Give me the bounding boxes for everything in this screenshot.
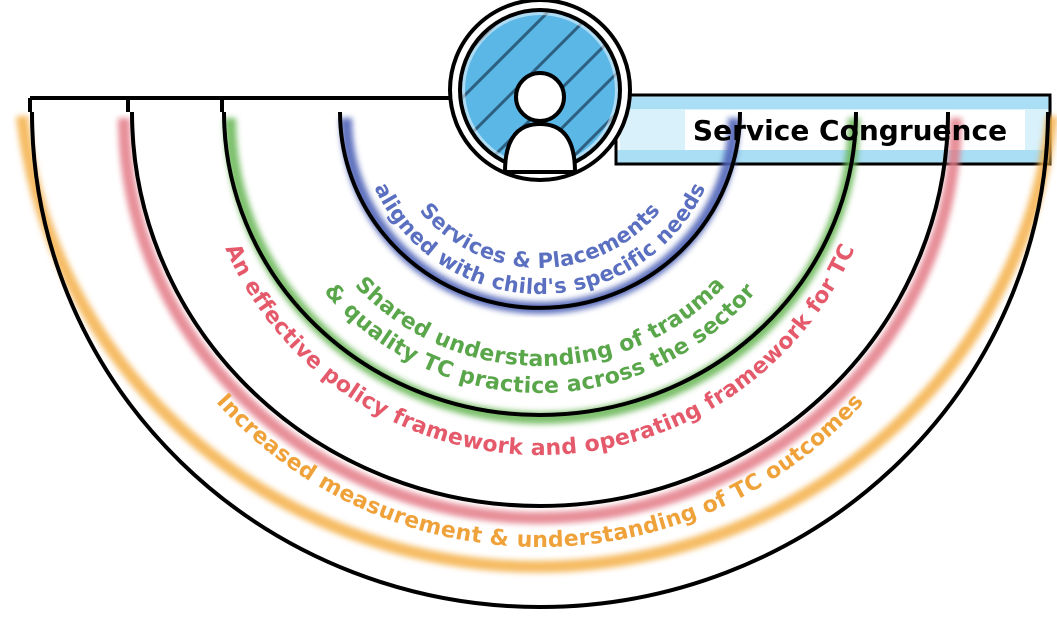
center-circle <box>448 0 632 182</box>
label-services: Services & Placements aligned with child… <box>370 179 711 299</box>
child-person-icon <box>502 71 578 174</box>
ring-shared <box>222 111 860 424</box>
top-frame-line <box>28 96 470 112</box>
label-services-line-2: aligned with child's specific needs <box>370 179 711 299</box>
ring-services <box>338 111 742 314</box>
ring-policy <box>118 111 962 524</box>
ring-measurement <box>16 111 1057 609</box>
diagram-title: Service Congruence <box>693 114 1007 147</box>
